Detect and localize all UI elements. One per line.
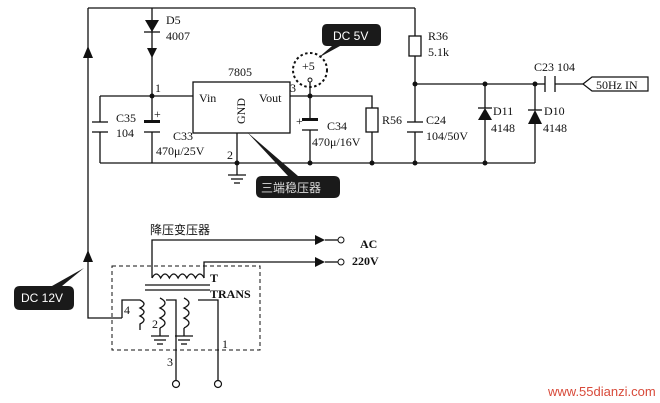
d11-diode-symbol [478,107,492,120]
output-terminal-3 [171,379,181,389]
pin2-label: 2 [227,148,233,162]
c23-capacitor-symbol [544,76,556,92]
dc12v-callout: DC 12V [14,268,84,310]
r56-label: R56 [382,113,402,127]
transformer-t-label: T [210,271,218,285]
r56-resistor-symbol [365,107,379,133]
dc12v-rail-wire [87,8,122,319]
secondary-coil-right [182,297,190,329]
primary-wire-bottom [203,261,315,278]
regulator-callout: 三端稳压器 [247,132,340,198]
transformer-title: 降压变压器 [150,222,210,237]
d5-part-label: 4007 [166,29,190,43]
d10-ref-label: D10 [544,104,565,118]
d5-diode-symbol [144,20,160,33]
svg-text:+: + [154,107,161,121]
c35-ref-label: C35 [116,111,136,125]
d5-ref-label: D5 [166,13,181,27]
c33-value-label: 470μ/25V [156,144,205,158]
ground-icon-secondary-right [175,335,193,345]
tpin2-label: 2 [152,317,158,331]
ac-input-arrows [315,235,325,267]
dc5v-callout: DC 5V [318,24,381,58]
c23-label: C23 104 [534,60,575,74]
d10-value-label: 4148 [543,121,567,135]
pin-gnd-label: GND [234,98,248,124]
c33-capacitor-symbol: + [144,107,161,133]
plus5-label: +5 [302,59,315,73]
tpin3-label: 3 [167,355,173,369]
input-50hz-connector: 50Hz IN [582,76,649,92]
rail-arrow-up-lower-icon [83,250,93,262]
tap3-wire [166,299,177,380]
transformer-enclosure [111,265,261,351]
c35-capacitor-symbol [92,121,108,133]
c24-capacitor-symbol [407,121,423,133]
d11-ref-label: D11 [493,104,513,118]
c34-capacitor-symbol: + [296,114,318,131]
secondary-coil-center [158,297,166,329]
r36-ref-label: R36 [428,29,448,43]
regulator-callout-text: 三端稳压器 [261,180,321,195]
c24-ref-label: C24 [426,113,446,127]
dc12v-callout-text: DC 12V [21,291,63,305]
vout-wire [290,95,373,108]
r36-value-label: 5.1k [428,45,449,59]
ground-icon-secondary-left [151,335,169,345]
d5-arrow-icon [147,48,157,58]
pin-vout-label: Vout [259,91,282,105]
site-watermark: www.55dianzi.com [547,384,656,399]
plus5-highlight-circle [292,52,328,88]
r36-resistor-symbol [408,35,422,57]
c24-value-label: 104/50V [426,129,468,143]
pin-vin-label: Vin [199,91,216,105]
c33-ref-label: C33 [173,129,193,143]
d11-value-label: 4148 [491,121,515,135]
ground-icon [228,174,246,184]
tap1-wire [198,299,219,380]
regulator-name-label: 7805 [228,65,252,79]
output-terminal-1 [213,379,223,389]
c35-value-label: 104 [116,126,134,140]
svg-text:+: + [296,114,303,128]
junction-dots [149,81,538,166]
pin3-label: 3 [290,81,296,95]
input-50hz-label: 50Hz IN [596,78,638,92]
primary-wire-top [151,239,315,278]
primary-coil [151,273,205,280]
tpin4-label: 4 [124,303,130,317]
plus5-test-point [307,77,313,83]
c34-ref-label: C34 [327,119,347,133]
rail-arrow-up-icon [83,46,93,58]
dc5v-callout-text: DC 5V [333,29,368,43]
d10-diode-symbol [528,109,542,124]
ac-label: AC [360,237,377,251]
secondary-coil-left [121,299,145,330]
transformer-trans-label: TRANS [210,287,251,301]
c34-value-label: 470μ/16V [312,135,361,149]
ac-terminals [325,236,345,266]
tpin1-label: 1 [222,337,228,351]
regulator-7805-box [192,81,291,134]
ac-voltage-label: 220V [352,254,379,268]
pin1-label: 1 [155,81,161,95]
